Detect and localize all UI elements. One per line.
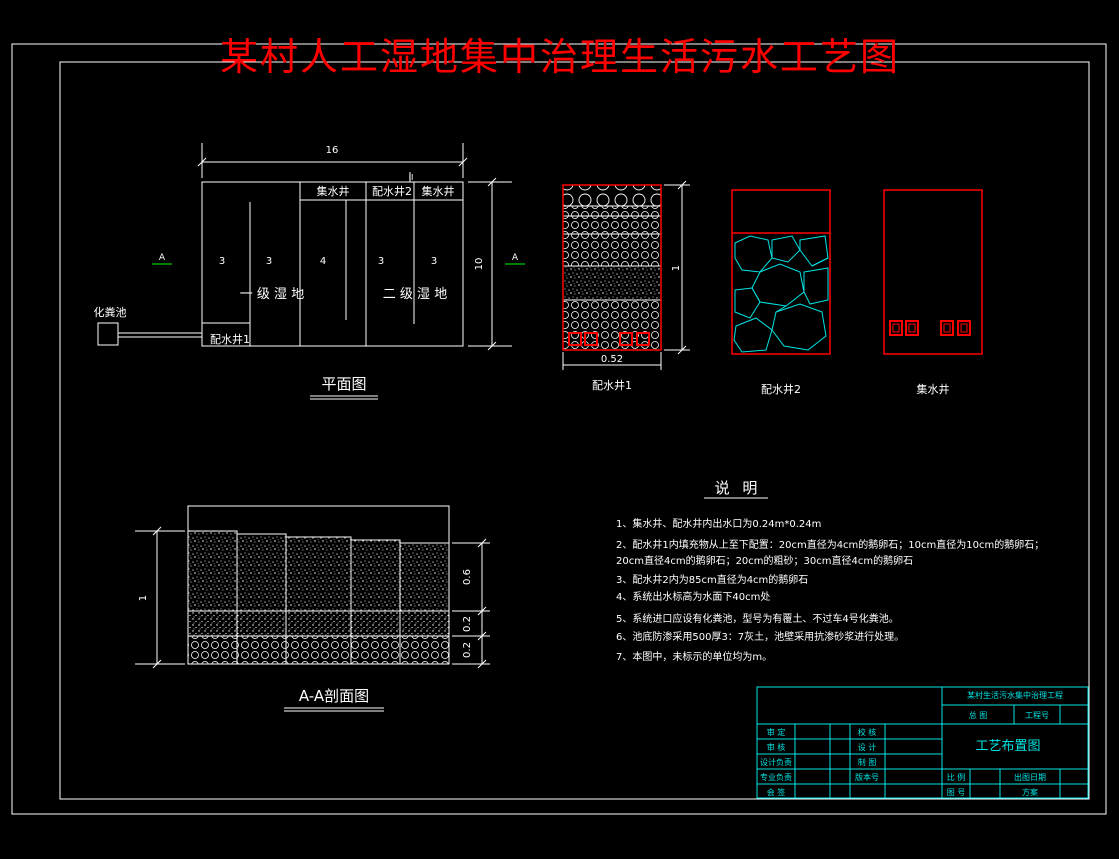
wetland-1-label: 一 级 湿 地 — [240, 287, 304, 302]
tb-r4a: 专业负责 — [760, 772, 792, 782]
tb-r4b: 版本号 — [855, 772, 879, 782]
tb-r3a: 设计负责 — [760, 757, 792, 767]
plan-caption: 平面图 — [321, 375, 366, 393]
note-line-7: 6、池底防渗采用500厚3：7灰土，池壁采用抗渗砂浆进行处理。 — [616, 630, 904, 643]
tb-date: 出图日期 — [1014, 772, 1046, 782]
dist-well-2-drawing — [731, 189, 831, 355]
note-line-1: 1、集水井、配水井内出水口为0.24m*0.24m — [616, 517, 821, 530]
collector-well-2-label: 集水井 — [422, 184, 455, 198]
cell-count-4: 3 — [378, 256, 384, 267]
section-mark-right: A — [512, 253, 519, 263]
collector-well-label: 集水井 — [317, 184, 350, 198]
section-mark-left: A — [159, 253, 166, 263]
well-1-caption: 配水井1 — [592, 378, 632, 392]
drawing-title: 某村人工湿地集中治理生活污水工艺图 — [220, 35, 900, 79]
plan-dim-width: 16 — [326, 145, 339, 156]
tb-r5a: 会 签 — [767, 787, 786, 797]
wetland-2-label: 二 级 湿 地 — [383, 287, 447, 302]
note-line-6: 5、系统进口应设有化粪池，型号为有覆土、不过车4号化粪池。 — [616, 612, 899, 625]
plan-dim-height: 10 — [474, 258, 485, 271]
cell-count-5: 3 — [431, 256, 437, 267]
cell-count-2: 3 — [266, 256, 272, 267]
note-line-5: 4、系统出水标高为水面下40cm处 — [616, 590, 770, 603]
outer-frame — [11, 43, 1107, 815]
well-dim-height: 1 — [671, 265, 682, 271]
section-view — [135, 505, 490, 712]
cell-count-3: 4 — [320, 256, 326, 267]
section-dim-1: 0.6 — [462, 569, 473, 585]
inner-frame — [59, 61, 1090, 800]
plan-mark: II — [409, 173, 414, 182]
dist-well-1-label: 配水井1 — [210, 332, 250, 346]
tb-drawing-name: 工艺布置图 — [975, 739, 1040, 754]
well-dim-width: 0.52 — [601, 354, 623, 365]
section-dim-3: 0.2 — [462, 642, 473, 658]
note-line-8: 7、本图中，未标示的单位均为m。 — [616, 650, 772, 663]
tb-r2a: 审 核 — [767, 742, 786, 752]
note-line-2: 2、配水井1内填充物从上至下配置：20cm直径为4cm的鹅卵石；10cm直径为1… — [616, 538, 1044, 551]
note-line-4: 3、配水井2内为85cm直径为4cm的鹅卵石 — [616, 573, 808, 586]
notes-heading: 说 明 — [715, 479, 762, 497]
plan-view — [97, 143, 525, 400]
cell-count-1: 3 — [219, 256, 225, 267]
tb-r1a: 审 定 — [767, 727, 786, 737]
collector-well-drawing — [883, 189, 983, 355]
section-dim-height: 1 — [138, 595, 149, 601]
tb-scale: 比 例 — [947, 772, 966, 782]
tb-sub1: 总 图 — [969, 710, 988, 720]
section-caption: A-A剖面图 — [299, 687, 369, 705]
title-block — [756, 686, 1089, 799]
tb-r2b: 设 计 — [858, 742, 877, 752]
note-line-3: 20cm直径4cm的鹅卵石；20cm的粗砂；30cm直径4cm的鹅卵石 — [616, 554, 913, 567]
dist-well-2-label: 配水井2 — [372, 184, 412, 198]
tb-drawing-no: 图 号 — [947, 788, 966, 797]
tb-project: 某村生活污水集中治理工程 — [967, 690, 1063, 700]
tb-r1b: 校 核 — [858, 727, 877, 737]
tb-r3b: 制 图 — [858, 757, 877, 767]
septic-tank-label: 化粪池 — [94, 305, 127, 319]
well-2-caption: 配水井2 — [761, 382, 801, 396]
tb-sub2: 工程号 — [1025, 711, 1049, 720]
dist-well-1-drawing — [562, 180, 690, 370]
tb-phase: 方案 — [1022, 787, 1038, 797]
section-dim-2: 0.2 — [462, 616, 473, 632]
collector-well-caption: 集水井 — [917, 382, 950, 396]
